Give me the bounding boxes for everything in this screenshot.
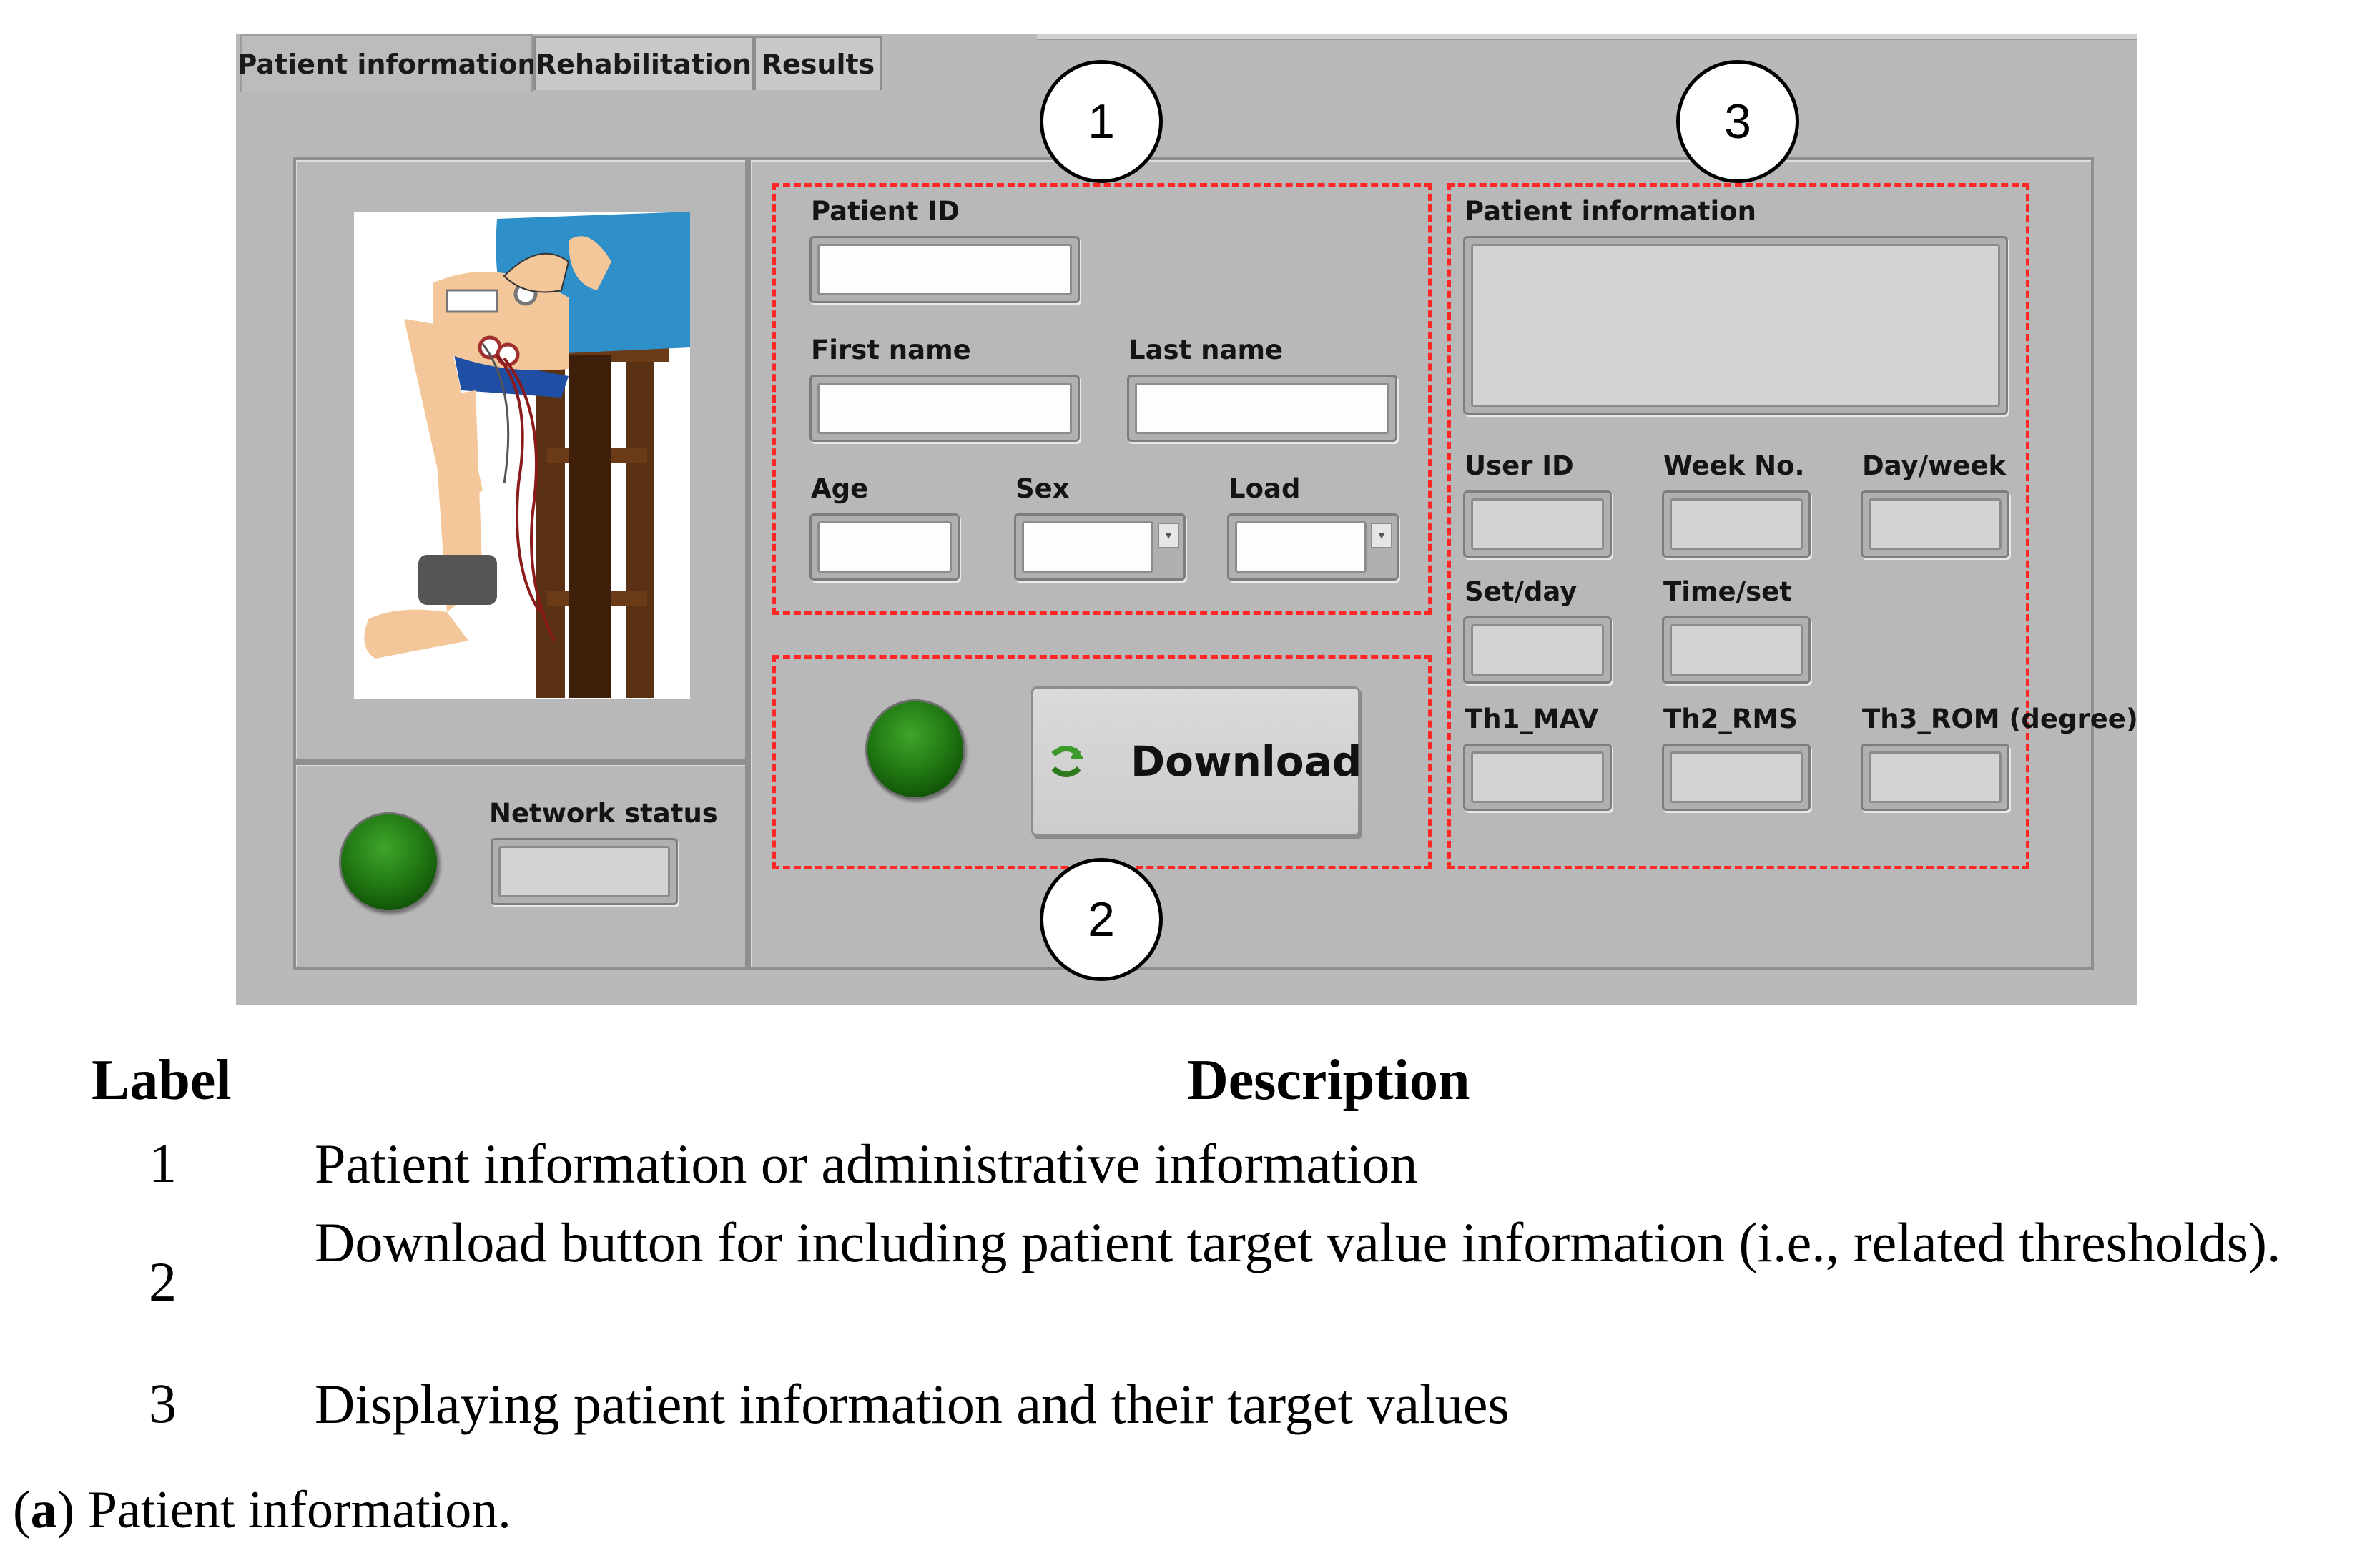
caption-text: Patient information. [87,1481,511,1539]
user-id-field [1463,490,1612,558]
week-no-label: Week No. [1663,450,1805,481]
day-week-field [1861,490,2009,558]
table-row-description: Download button for including patient ta… [315,1211,2281,1273]
week-no-field [1662,490,1811,558]
age-input[interactable] [809,513,960,581]
last-name-input[interactable] [1127,375,1397,442]
th1-mav-label: Th1_MAV [1465,704,1599,734]
table-row-description: Patient information or administrative in… [315,1133,1418,1195]
age-label: Age [811,473,869,504]
load-label: Load [1229,473,1301,504]
tab-rehabilitation[interactable]: Rehabilitation [533,36,754,90]
app-window: Patient information Rehabilitation Resul… [236,34,2138,1005]
tab-results[interactable]: Results [754,36,882,90]
th1-mav-field [1463,744,1612,811]
image-panel [293,157,748,762]
th3-rom-label: Th3_ROM (degree) [1862,704,2138,734]
figure-caption: (a) Patient information. [13,1481,511,1539]
patient-setup-illustration [354,212,690,699]
refresh-arrow-icon [1043,736,1089,787]
last-name-label: Last name [1128,335,1284,365]
dropdown-arrow-icon[interactable]: ▾ [1371,523,1392,548]
highlight-box-1 [772,183,1432,615]
network-panel: Network status [293,762,748,970]
network-status-field [491,838,678,905]
tab-patient-information[interactable]: Patient information [237,34,536,92]
highlight-box-3 [1447,183,2029,869]
caption-letter: a [30,1481,57,1539]
time-set-field [1662,616,1811,684]
th3-rom-field [1861,744,2009,811]
download-button-label: Download [1131,737,1362,786]
th2-rms-label: Th2_RMS [1663,704,1798,734]
sex-dropdown[interactable]: ▾ [1014,513,1186,581]
day-week-label: Day/week [1862,450,2007,481]
set-day-field [1463,616,1612,684]
th2-rms-field [1662,744,1811,811]
download-status-led [865,699,965,799]
network-status-label: Network status [489,798,718,829]
tab-bar: Patient information Rehabilitation Resul… [236,34,2137,92]
time-set-label: Time/set [1663,576,1792,607]
download-button[interactable]: Download [1031,686,1362,837]
set-day-label: Set/day [1465,576,1578,607]
table-header-label: Label [92,1049,232,1112]
network-status-led [339,812,439,912]
patient-id-input[interactable] [809,236,1080,303]
patient-id-label: Patient ID [811,196,960,227]
dropdown-arrow-icon[interactable]: ▾ [1158,523,1179,548]
callout-2: 2 [1040,858,1163,981]
first-name-input[interactable] [809,375,1080,442]
user-id-label: User ID [1465,450,1574,481]
table-row-description: Displaying patient information and their… [315,1373,1510,1435]
table-row-label: 1 [149,1132,177,1194]
tab-strip-edge [1037,34,2137,40]
load-dropdown[interactable]: ▾ [1227,513,1399,581]
callout-1: 1 [1040,60,1163,183]
table-header-description: Description [1187,1049,1470,1112]
callout-3: 3 [1676,60,1799,183]
sex-label: Sex [1015,473,1070,504]
first-name-label: First name [811,335,971,365]
patient-info-display [1463,236,2008,415]
table-row-label: 2 [149,1251,177,1313]
table-row-label: 3 [149,1372,177,1434]
info-panel-title: Patient information [1465,196,1756,227]
